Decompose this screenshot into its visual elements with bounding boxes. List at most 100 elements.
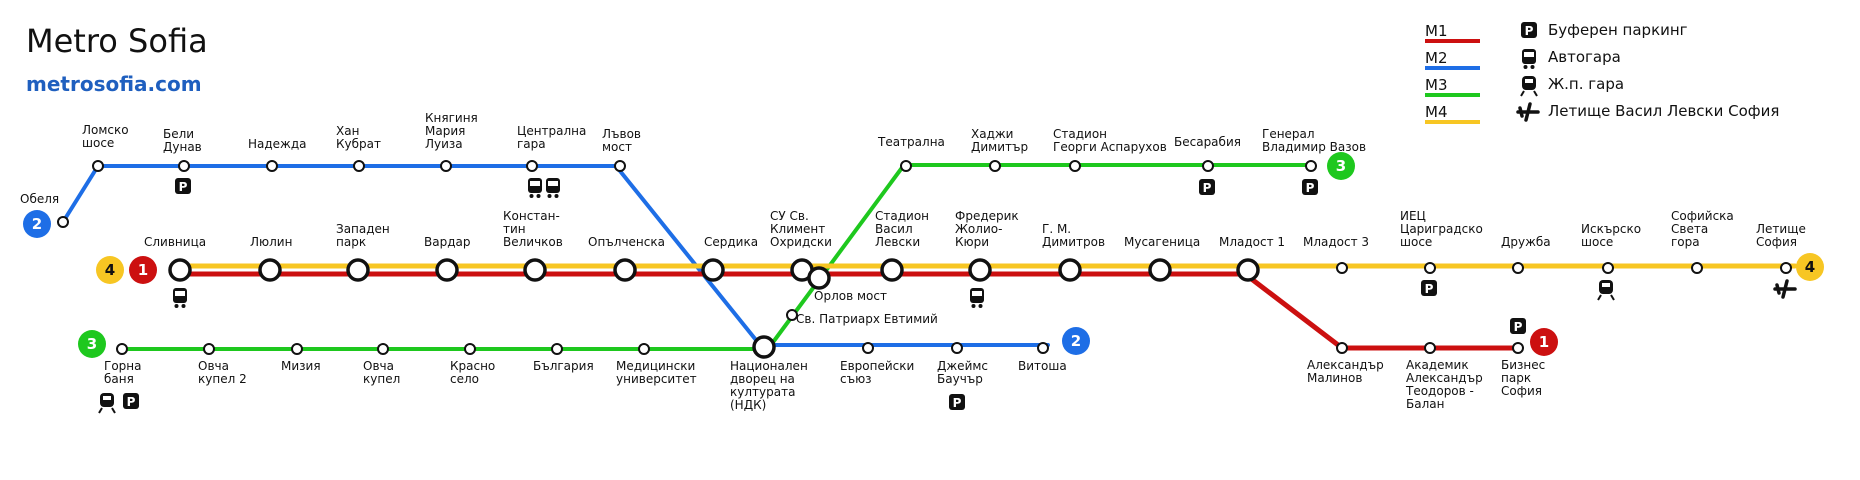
station-label-line: Баучър bbox=[937, 372, 983, 386]
station-label-line: Луиза bbox=[425, 137, 463, 151]
station-label-slivnitsa[interactable]: Сливница bbox=[144, 235, 206, 249]
station-label-line: Вардар bbox=[424, 235, 470, 249]
badge-m4-east-number: 4 bbox=[1805, 258, 1815, 276]
parking-icon-iets-box bbox=[1421, 280, 1437, 296]
stations bbox=[57, 160, 1792, 359]
station-label-line: баня bbox=[104, 372, 134, 386]
station-label-line: Величков bbox=[503, 235, 563, 249]
station-label-line: Бесарабия bbox=[1174, 135, 1241, 149]
station-label-line: Кюри bbox=[955, 235, 989, 249]
station-label-line: Владимир Вазов bbox=[1262, 140, 1366, 154]
station-label-line: шосе bbox=[82, 136, 114, 150]
station-label-miziya[interactable]: Мизия bbox=[281, 359, 321, 373]
station-label-balgariya[interactable]: България bbox=[533, 359, 594, 373]
station-marker-m2-north-2 bbox=[178, 160, 190, 172]
bus-icon-slivnitsa bbox=[173, 288, 187, 308]
station-marker-m2-north-1 bbox=[92, 160, 104, 172]
station-label-mladost1[interactable]: Младост 1 bbox=[1219, 235, 1285, 249]
badge-m3-west-circle bbox=[78, 330, 106, 358]
station-label-line: Левски bbox=[875, 235, 920, 249]
parking-icon-dzheyms: P bbox=[949, 394, 965, 410]
station-label-vardar[interactable]: Вардар bbox=[424, 235, 470, 249]
station-label-nadezhda[interactable]: Надежда bbox=[248, 137, 307, 151]
station-label-gm-dimitrov[interactable]: Г. М.Димитров bbox=[1042, 222, 1105, 249]
station-marker-m2-north-5 bbox=[440, 160, 452, 172]
station-label-opalchenska[interactable]: Опълченска bbox=[588, 235, 665, 249]
station-marker-interchange-14 bbox=[752, 335, 776, 359]
legend-item-m2: M2 bbox=[1425, 49, 1480, 70]
station-label-teatralna[interactable]: Театрална bbox=[877, 135, 945, 149]
station-label-obelya[interactable]: Обеля bbox=[20, 192, 59, 206]
station-label-line: парк bbox=[336, 235, 366, 249]
station-label-line: Малинов bbox=[1307, 371, 1362, 385]
station-marker-m2-south-1 bbox=[951, 342, 963, 354]
parking-icon-general-box bbox=[1302, 179, 1318, 195]
parking-icon-biznes-park-letter: P bbox=[1514, 320, 1523, 334]
station-marker-m1-south-2 bbox=[1512, 342, 1524, 354]
station-label-musagenitsa[interactable]: Мусагеница bbox=[1124, 235, 1200, 249]
station-label-serdika[interactable]: Сердика bbox=[704, 235, 758, 249]
line-m3-route bbox=[120, 163, 1314, 351]
bus-icon-frederik-wheel-right bbox=[978, 304, 983, 308]
station-label-vitosha[interactable]: Витоша bbox=[1018, 359, 1067, 373]
station-label-line: купел 2 bbox=[198, 372, 247, 386]
station-label-orlov-most[interactable]: Орлов мост bbox=[814, 289, 887, 303]
train-icon-window bbox=[1525, 79, 1533, 83]
map-website-link[interactable]: metrosofia.com bbox=[26, 72, 202, 96]
station-label-line: Национален bbox=[730, 359, 808, 373]
station-label-st-patriarh[interactable]: Св. Патриарх Евтимий bbox=[796, 312, 938, 326]
station-marker-interchange-12 bbox=[1148, 258, 1172, 282]
station-label-line: Стадион bbox=[875, 209, 929, 223]
station-label-line: Летище bbox=[1756, 222, 1806, 236]
station-label-line: Хаджи bbox=[971, 127, 1013, 141]
bus-icon-tsentralna-1-wheel-left bbox=[529, 194, 534, 198]
station-label-mladost3[interactable]: Младост 3 bbox=[1303, 235, 1369, 249]
station-label-line: Централна bbox=[517, 124, 586, 138]
station-label-line: гора bbox=[1671, 235, 1700, 249]
parking-icon-biznes-park: P bbox=[1510, 318, 1526, 334]
parking-icon-biznes-park-box bbox=[1510, 318, 1526, 334]
badge-m3-east: 3 bbox=[1327, 152, 1355, 180]
station-marker-m4-east-1 bbox=[1424, 262, 1436, 274]
parking-icon-beli-dunav-box bbox=[175, 178, 191, 194]
station-label-line: Дунав bbox=[163, 140, 202, 154]
station-marker-m3-east-0 bbox=[900, 160, 912, 172]
station-label-line: Сердика bbox=[704, 235, 758, 249]
station-label-druzhba[interactable]: Дружба bbox=[1501, 235, 1551, 249]
station-label-line: тин bbox=[503, 222, 526, 236]
map-title: Metro Sofia bbox=[26, 22, 208, 60]
station-label-lyulin[interactable]: Люлин bbox=[250, 235, 292, 249]
parking-icon-besarabiya-letter: P bbox=[1203, 181, 1212, 195]
station-label-besarabiya[interactable]: Бесарабия bbox=[1174, 135, 1241, 149]
